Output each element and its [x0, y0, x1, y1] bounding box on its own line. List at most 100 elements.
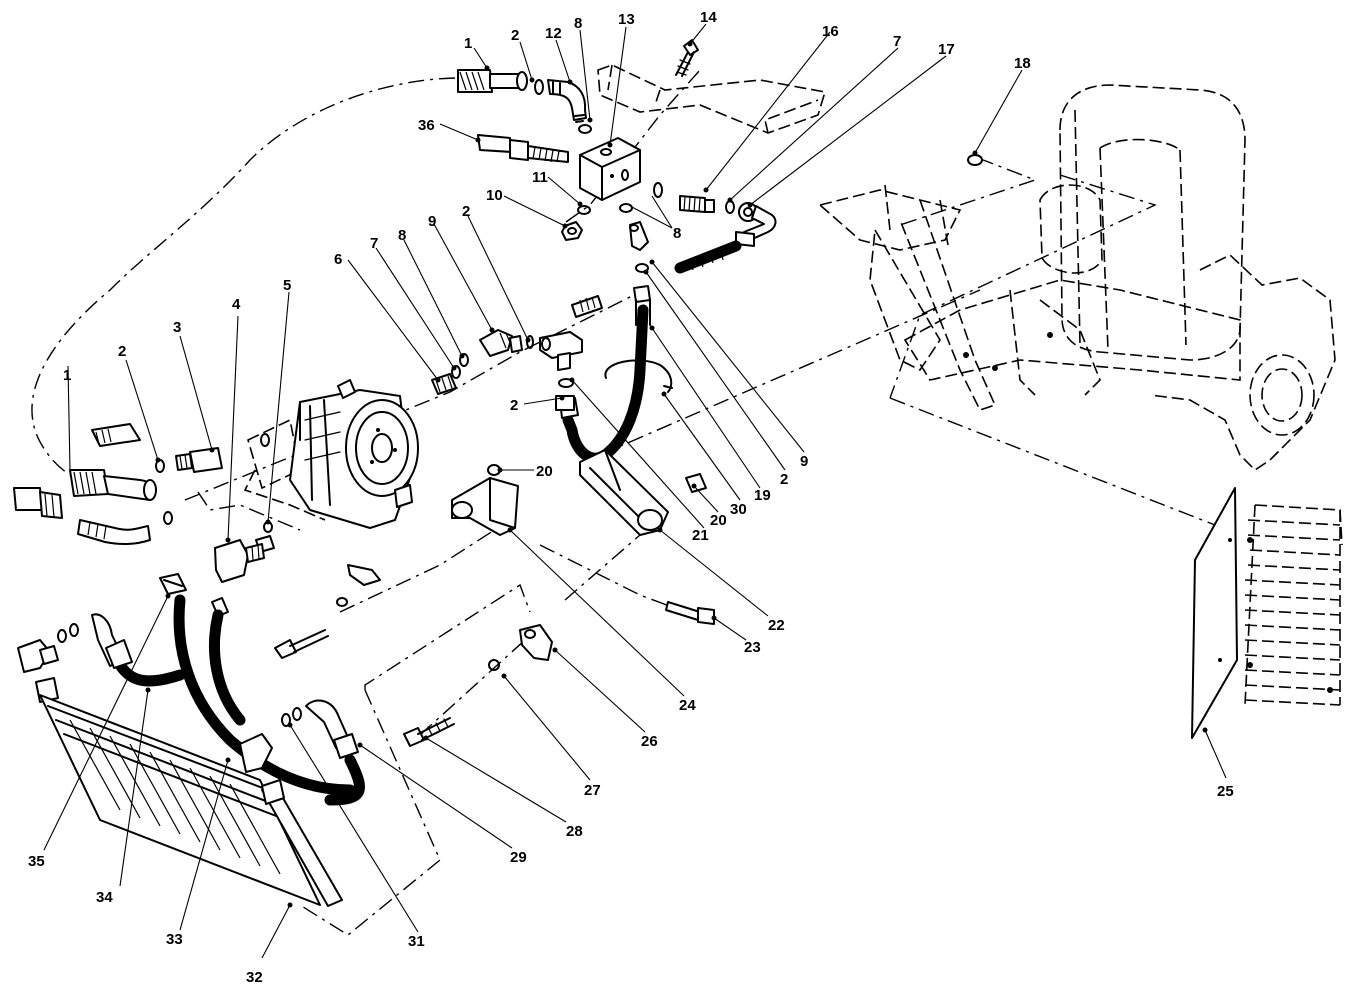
o-ring-8-right	[653, 182, 663, 198]
condenser-fins-right	[1244, 504, 1343, 706]
callout-label: 1	[464, 35, 472, 52]
valve-block-part-13	[579, 137, 641, 201]
callout-label: 31	[408, 933, 425, 950]
hose-part-29	[324, 754, 365, 806]
callout-label: 1	[63, 367, 71, 384]
hose-end-left	[13, 487, 151, 546]
callout-label: 27	[584, 782, 601, 799]
o-ring-11	[577, 205, 591, 215]
routing-line-mount	[339, 519, 511, 613]
o-ring-8-upper	[578, 124, 592, 134]
switch-part-36	[477, 134, 569, 163]
callout-label: 10	[486, 187, 503, 204]
callout-label: 21	[692, 527, 709, 544]
callout-label: 11	[532, 169, 548, 186]
clip-lower-left	[347, 564, 381, 586]
callout-label: 29	[510, 849, 527, 866]
callout-label: 3	[173, 319, 181, 336]
callout-label: 7	[893, 33, 901, 50]
callout-label: 32	[246, 969, 263, 986]
routing-line-bracket	[564, 534, 641, 601]
callout-label: 13	[618, 11, 635, 28]
elbow-part-29	[305, 699, 359, 759]
hose-short-right	[674, 240, 742, 274]
clamp-part-26	[519, 624, 553, 661]
fitting-part-near-30	[571, 295, 603, 318]
elbow-left-condenser	[17, 623, 79, 703]
callout-label: 20	[710, 512, 727, 529]
routing-line-condenser	[889, 397, 1216, 526]
o-ring-2-tee	[558, 378, 574, 388]
callout-label: 22	[768, 617, 785, 634]
o-ring-compressor-1	[260, 433, 270, 447]
hose-part-31	[173, 594, 356, 796]
callout-label: 8	[574, 15, 582, 32]
callout-label: 30	[730, 501, 747, 518]
callout-label: 24	[679, 697, 696, 714]
engine-routing-line	[889, 174, 1157, 399]
nut-part-35	[159, 573, 187, 595]
hose-31-top	[177, 595, 183, 613]
fitting-part-1-lower	[69, 469, 157, 501]
callout-labels: 1 2 12 8 13 14 16 7 17 18 36 11 10 8 2 9…	[28, 9, 1234, 986]
o-ring-7-mid	[451, 365, 461, 379]
callout-label: 25	[1217, 783, 1234, 800]
callout-label: 19	[754, 487, 771, 504]
bracket-outline-lower	[299, 583, 531, 936]
fitting-upper-left	[91, 423, 141, 447]
callout-label: 4	[232, 296, 241, 313]
callout-label: 2	[462, 203, 470, 220]
engine-assembly	[818, 84, 1336, 472]
o-ring-2-upper	[534, 79, 544, 95]
callout-label: 23	[744, 639, 761, 656]
callout-label: 20	[536, 463, 553, 480]
callout-label: 14	[700, 9, 717, 26]
callout-label: 18	[1014, 55, 1031, 72]
fitting-part-4	[211, 539, 265, 617]
hose-part-34	[91, 613, 186, 687]
callout-leaders	[43, 23, 1227, 959]
mounting-plate-upper	[597, 64, 827, 134]
o-ring-7-right	[725, 200, 735, 214]
callout-label: 5	[283, 277, 291, 294]
callout-label: 36	[418, 117, 435, 134]
routing-line-engine	[599, 289, 981, 456]
callout-label: 8	[398, 227, 406, 244]
callout-label: 16	[822, 23, 839, 40]
callout-label: 7	[370, 235, 378, 252]
callout-label: 33	[166, 931, 183, 948]
callout-label: 12	[545, 25, 562, 42]
elbow-part-9	[479, 329, 523, 357]
fitting-part-1-upper	[457, 69, 528, 93]
callout-label: 9	[428, 213, 436, 230]
o-ring-8-mid	[459, 353, 469, 367]
bolt-lower-left	[274, 629, 329, 659]
routing-line-bolt28	[419, 639, 526, 736]
washer-part-18	[967, 154, 983, 166]
callout-label: 2	[511, 27, 519, 44]
callout-label: 8	[673, 225, 681, 242]
callout-label: 2	[510, 397, 518, 414]
nut-part-20	[685, 473, 707, 493]
callout-label: 17	[938, 41, 955, 58]
o-ring-8-lower	[619, 203, 633, 213]
routing-line-18	[899, 157, 1038, 226]
elbow-fitting-lower-block	[629, 221, 649, 273]
washer-part-27	[488, 659, 500, 671]
clamp-part-30	[604, 359, 673, 393]
condenser-part-32	[39, 694, 343, 907]
bolt-part-28	[403, 717, 455, 747]
bracket-part-22	[579, 449, 669, 536]
elbow-part-12	[547, 79, 587, 123]
callout-label: 9	[800, 453, 808, 470]
callout-label: 26	[641, 733, 658, 750]
callout-label: 2	[118, 343, 126, 360]
fitting-part-3	[175, 447, 223, 473]
bolt-part-23	[665, 601, 715, 625]
ac-compressor	[243, 379, 419, 529]
routing-line-bolt23	[539, 544, 681, 611]
elbow-part-33	[239, 707, 302, 773]
o-ring-lower-left	[163, 511, 173, 525]
shroud-part-25	[1191, 487, 1238, 739]
